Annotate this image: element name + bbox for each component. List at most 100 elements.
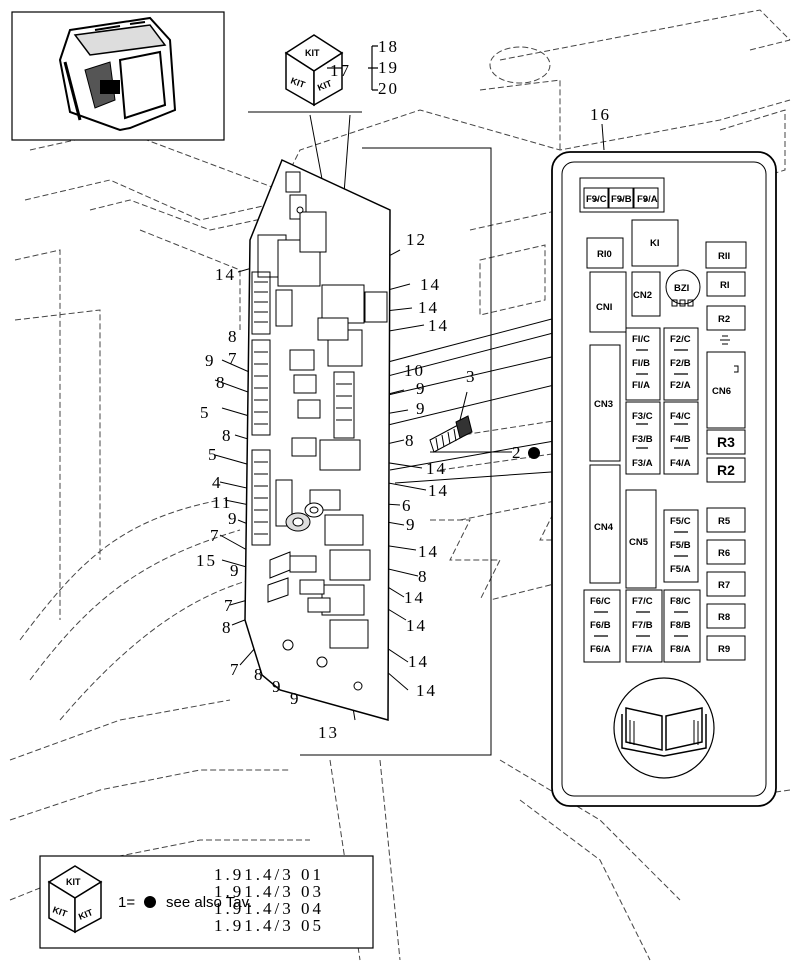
callout-8: 8 [216,373,227,392]
callout-2: 2 [512,443,523,462]
callout-14: 14 [428,481,449,500]
fuse-label-f5c: F5/C [670,516,691,527]
connector-label-cn2: CN2 [633,290,652,301]
kit-label: KIT [66,877,81,887]
fuse-label-f6a: F6/A [590,644,611,655]
callout-7: 7 [210,526,221,545]
fuse-label-f4b: F4/B [670,434,691,445]
fuse-label-f9c: F9/C [586,194,607,205]
buzzer-label-bz1: BZI [674,283,689,294]
callout-10: 10 [404,361,425,380]
reference-code: 1.91.4/3 05 [214,916,324,935]
kit-bracket [327,45,378,91]
callout-9: 9 [290,689,301,708]
callout-8: 8 [228,327,239,346]
callout-8: 8 [418,567,429,586]
fuse-label-f1c: FI/C [632,334,650,345]
kit-label: KIT [305,48,320,58]
callout-9: 9 [416,399,427,418]
fuse-label-f8c: F8/C [670,596,691,607]
callout-14: 14 [215,265,236,284]
callout-14: 14 [416,681,437,700]
fuse-label-f3c: F3/C [632,411,653,422]
callout-9: 9 [272,677,283,696]
callout-9: 9 [416,379,427,398]
fuse-label-f7b: F7/B [632,620,653,631]
fuse-label-f4a: F4/A [670,458,691,469]
callout-9: 9 [228,509,239,528]
relay-label-r1: RI [720,280,730,291]
fuse-label-f5b: F5/B [670,540,691,551]
fuse-label-f8b: F8/B [670,620,691,631]
callout-16: 16 [590,105,611,124]
connector-label-cn6: CN6 [712,386,731,397]
fuse-labels: F9/C F9/B F9/A RI0 KI RII CNI CN2 BZI RI… [586,194,735,655]
fuse-label-f9a: F9/A [637,194,658,205]
callout-20: 20 [378,79,399,98]
connector-label-cn4: CN4 [594,522,614,533]
legend-box: KIT KIT KIT 1= see also Tav. 1.91.4/3 01… [39,855,374,949]
callout-14: 14 [418,298,439,317]
fuse-label-f4c: F4/C [670,411,691,422]
callout-7: 7 [224,596,235,615]
relay-label-r7: R7 [718,580,730,591]
fuse-label-f1a: FI/A [632,380,650,391]
reference-code: 1.91.4/3 01 [214,865,324,884]
kit-cube-icon: KIT KIT KIT [284,34,344,107]
relay-label-r3: R3 [717,434,735,450]
connector-label-cn5: CN5 [629,537,649,548]
fuse-label-f2c: F2/C [670,334,691,345]
callout-18: 18 [378,37,399,56]
reference-code: 1.91.4/3 04 [214,899,324,918]
fuse-label-f9b: F9/B [611,194,632,205]
callout-9: 9 [406,515,417,534]
fuse-panel-plate [244,158,391,721]
callout-8: 8 [222,618,233,637]
fuse-label-f5a: F5/A [670,564,691,575]
callout-14: 14 [426,459,447,478]
callout-4: 4 [212,473,223,492]
callout-9: 9 [205,351,216,370]
relay-label-r9: R9 [718,644,730,655]
callout-17: 17 [330,61,351,80]
fuse-label-f3b: F3/B [632,434,653,445]
fuse-label-f1b: FI/B [632,358,650,369]
fuse-label-f3a: F3/A [632,458,653,469]
callout-7: 7 [228,349,239,368]
legend-note-text: see also Tav. [166,894,252,911]
manual-book-icon [613,677,715,779]
callout-14: 14 [420,275,441,294]
callout-8: 8 [222,426,233,445]
relay-label-r11: RII [718,251,730,262]
fuse-label-f8a: F8/A [670,644,691,655]
callout-14: 14 [418,542,439,561]
fuse-label-f2a: F2/A [670,380,691,391]
callout-6: 6 [402,496,413,515]
fuse-label-f2b: F2/B [670,358,691,369]
relay-label-r8: R8 [718,612,730,623]
relay-label-r2-small: R2 [718,314,730,325]
callout-13: 13 [318,723,339,742]
kit-cube-icon: KIT KIT KIT [47,865,103,934]
callout-14: 14 [404,588,425,607]
relay-label-r5: R5 [718,516,731,527]
relay-label-r2: R2 [717,462,735,478]
callout-14: 14 [428,316,449,335]
fasteners [282,206,363,691]
callout-15: 15 [196,551,217,570]
callout-7: 7 [230,660,241,679]
callout-19: 19 [378,58,399,77]
connector-label-cn3: CN3 [594,399,613,410]
relay-blocks [257,171,388,649]
callout-12: 12 [406,230,427,249]
kit-label: KIT [289,75,307,90]
reference-code: 1.91.4/3 03 [214,882,324,901]
callout-5: 5 [208,445,219,464]
relay-label-r6: R6 [718,548,730,559]
fuse-strips [251,271,355,603]
legend-dot [144,896,156,908]
callout-9: 9 [230,561,241,580]
callout-5: 5 [200,403,211,422]
cab-thumbnail [11,11,225,141]
